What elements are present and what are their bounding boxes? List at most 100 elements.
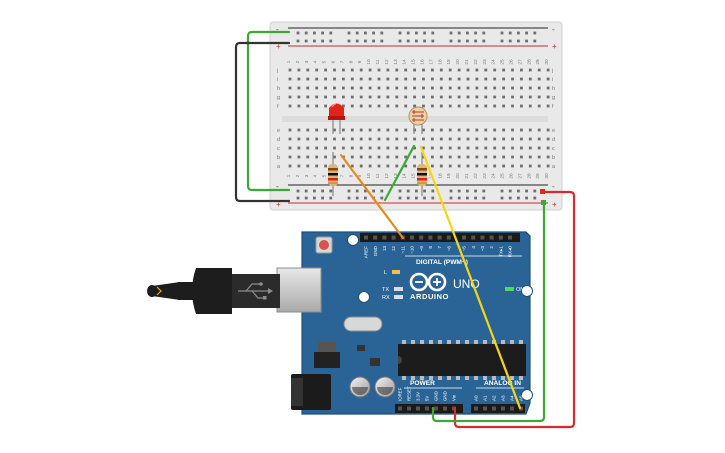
breadboard-hole[interactable] [511,155,514,159]
breadboard-hole[interactable] [377,77,381,81]
breadboard-hole[interactable] [359,155,363,159]
breadboard-hole[interactable] [520,146,523,150]
breadboard-hole[interactable] [537,155,541,159]
breadboard-hole[interactable] [457,146,461,150]
rail-hole[interactable] [517,189,520,193]
breadboard-hole[interactable] [528,104,532,108]
breadboard-hole[interactable] [404,77,408,81]
black-wire-left[interactable] [234,41,291,203]
rail-hole[interactable] [466,196,469,200]
breadboard-hole[interactable] [324,104,327,108]
breadboard-hole[interactable] [404,86,408,90]
breadboard-hole[interactable] [511,128,514,132]
analog-pin-socket[interactable] [492,406,496,411]
rail-hole[interactable] [329,39,333,43]
breadboard-hole[interactable] [359,77,363,81]
breadboard-hole[interactable] [342,137,345,141]
breadboard-hole[interactable] [377,86,381,90]
rail-hole[interactable] [380,39,384,43]
breadboard-hole[interactable] [386,128,390,132]
breadboard-hole[interactable] [457,164,461,168]
rail-hole[interactable] [380,31,384,35]
rail-hole[interactable] [406,196,410,200]
breadboard-hole[interactable] [475,128,479,132]
rail-hole[interactable] [423,196,426,200]
rail-hole[interactable] [449,31,453,35]
digital-pin-socket[interactable] [437,235,442,240]
breadboard-hole[interactable] [475,95,479,99]
breadboard-hole[interactable] [306,104,310,108]
breadboard-hole[interactable] [324,68,327,72]
rail-hole[interactable] [415,39,418,43]
breadboard-hole[interactable] [466,128,470,132]
power-pin-socket[interactable] [398,406,402,411]
breadboard-hole[interactable] [475,86,479,90]
digital-pin-socket[interactable] [364,235,368,240]
breadboard-hole[interactable] [306,137,310,141]
breadboard-hole[interactable] [422,86,425,90]
rail-hole[interactable] [517,31,520,35]
breadboard-hole[interactable] [422,155,425,159]
breadboard-hole[interactable] [502,77,505,81]
breadboard-hole[interactable] [448,95,452,99]
breadboard-hole[interactable] [431,128,434,132]
breadboard-hole[interactable] [484,104,488,108]
breadboard-hole[interactable] [431,146,434,150]
breadboard-hole[interactable] [413,137,416,141]
breadboard-hole[interactable] [537,86,541,90]
breadboard-hole[interactable] [475,164,479,168]
breadboard-hole[interactable] [306,95,310,99]
breadboard-hole[interactable] [520,137,523,141]
rail-hole[interactable] [449,39,453,43]
breadboard-hole[interactable] [377,128,381,132]
resistor-icon[interactable] [417,152,427,196]
rail-hole[interactable] [398,39,402,43]
breadboard-hole[interactable] [359,164,363,168]
power-pin-socket[interactable] [434,406,438,411]
green-wire-ldr[interactable] [383,144,416,202]
breadboard-hole[interactable] [511,146,514,150]
rail-hole[interactable] [406,31,410,35]
rail-hole[interactable] [313,196,316,200]
breadboard-hole[interactable] [288,137,292,141]
digital-pin-socket[interactable] [391,235,396,240]
breadboard-hole[interactable] [439,137,443,141]
breadboard-hole[interactable] [493,164,497,168]
breadboard-hole[interactable] [368,146,372,150]
breadboard-hole[interactable] [359,137,363,141]
photoresistor-icon[interactable] [408,106,428,134]
breadboard-hole[interactable] [466,77,470,81]
breadboard-hole[interactable] [404,128,408,132]
breadboard-hole[interactable] [528,95,532,99]
breadboard-hole[interactable] [502,146,505,150]
breadboard-hole[interactable] [395,68,399,72]
rail-hole[interactable] [372,39,375,43]
rail-hole[interactable] [457,31,461,35]
breadboard-hole[interactable] [413,164,416,168]
breadboard-hole[interactable] [520,68,523,72]
rail-hole[interactable] [380,196,384,200]
breadboard-hole[interactable] [520,128,523,132]
breadboard-hole[interactable] [342,68,345,72]
breadboard-hole[interactable] [493,95,497,99]
breadboard-hole[interactable] [324,137,327,141]
rail-hole[interactable] [466,189,469,193]
breadboard-hole[interactable] [342,146,345,150]
breadboard-hole[interactable] [377,95,381,99]
breadboard-hole[interactable] [439,155,443,159]
rail-hole[interactable] [296,39,300,43]
breadboard-hole[interactable] [448,104,452,108]
breadboard-hole[interactable] [288,128,292,132]
breadboard-hole[interactable] [350,86,354,90]
breadboard-hole[interactable] [288,146,292,150]
breadboard-hole[interactable] [502,86,505,90]
digital-pin-socket[interactable] [419,235,424,240]
breadboard-hole[interactable] [466,164,470,168]
breadboard-hole[interactable] [306,86,310,90]
breadboard-hole[interactable] [342,95,345,99]
rail-hole[interactable] [406,189,410,193]
rail-hole[interactable] [466,39,469,43]
breadboard-hole[interactable] [537,95,541,99]
breadboard-hole[interactable] [475,77,479,81]
breadboard-hole[interactable] [431,68,434,72]
